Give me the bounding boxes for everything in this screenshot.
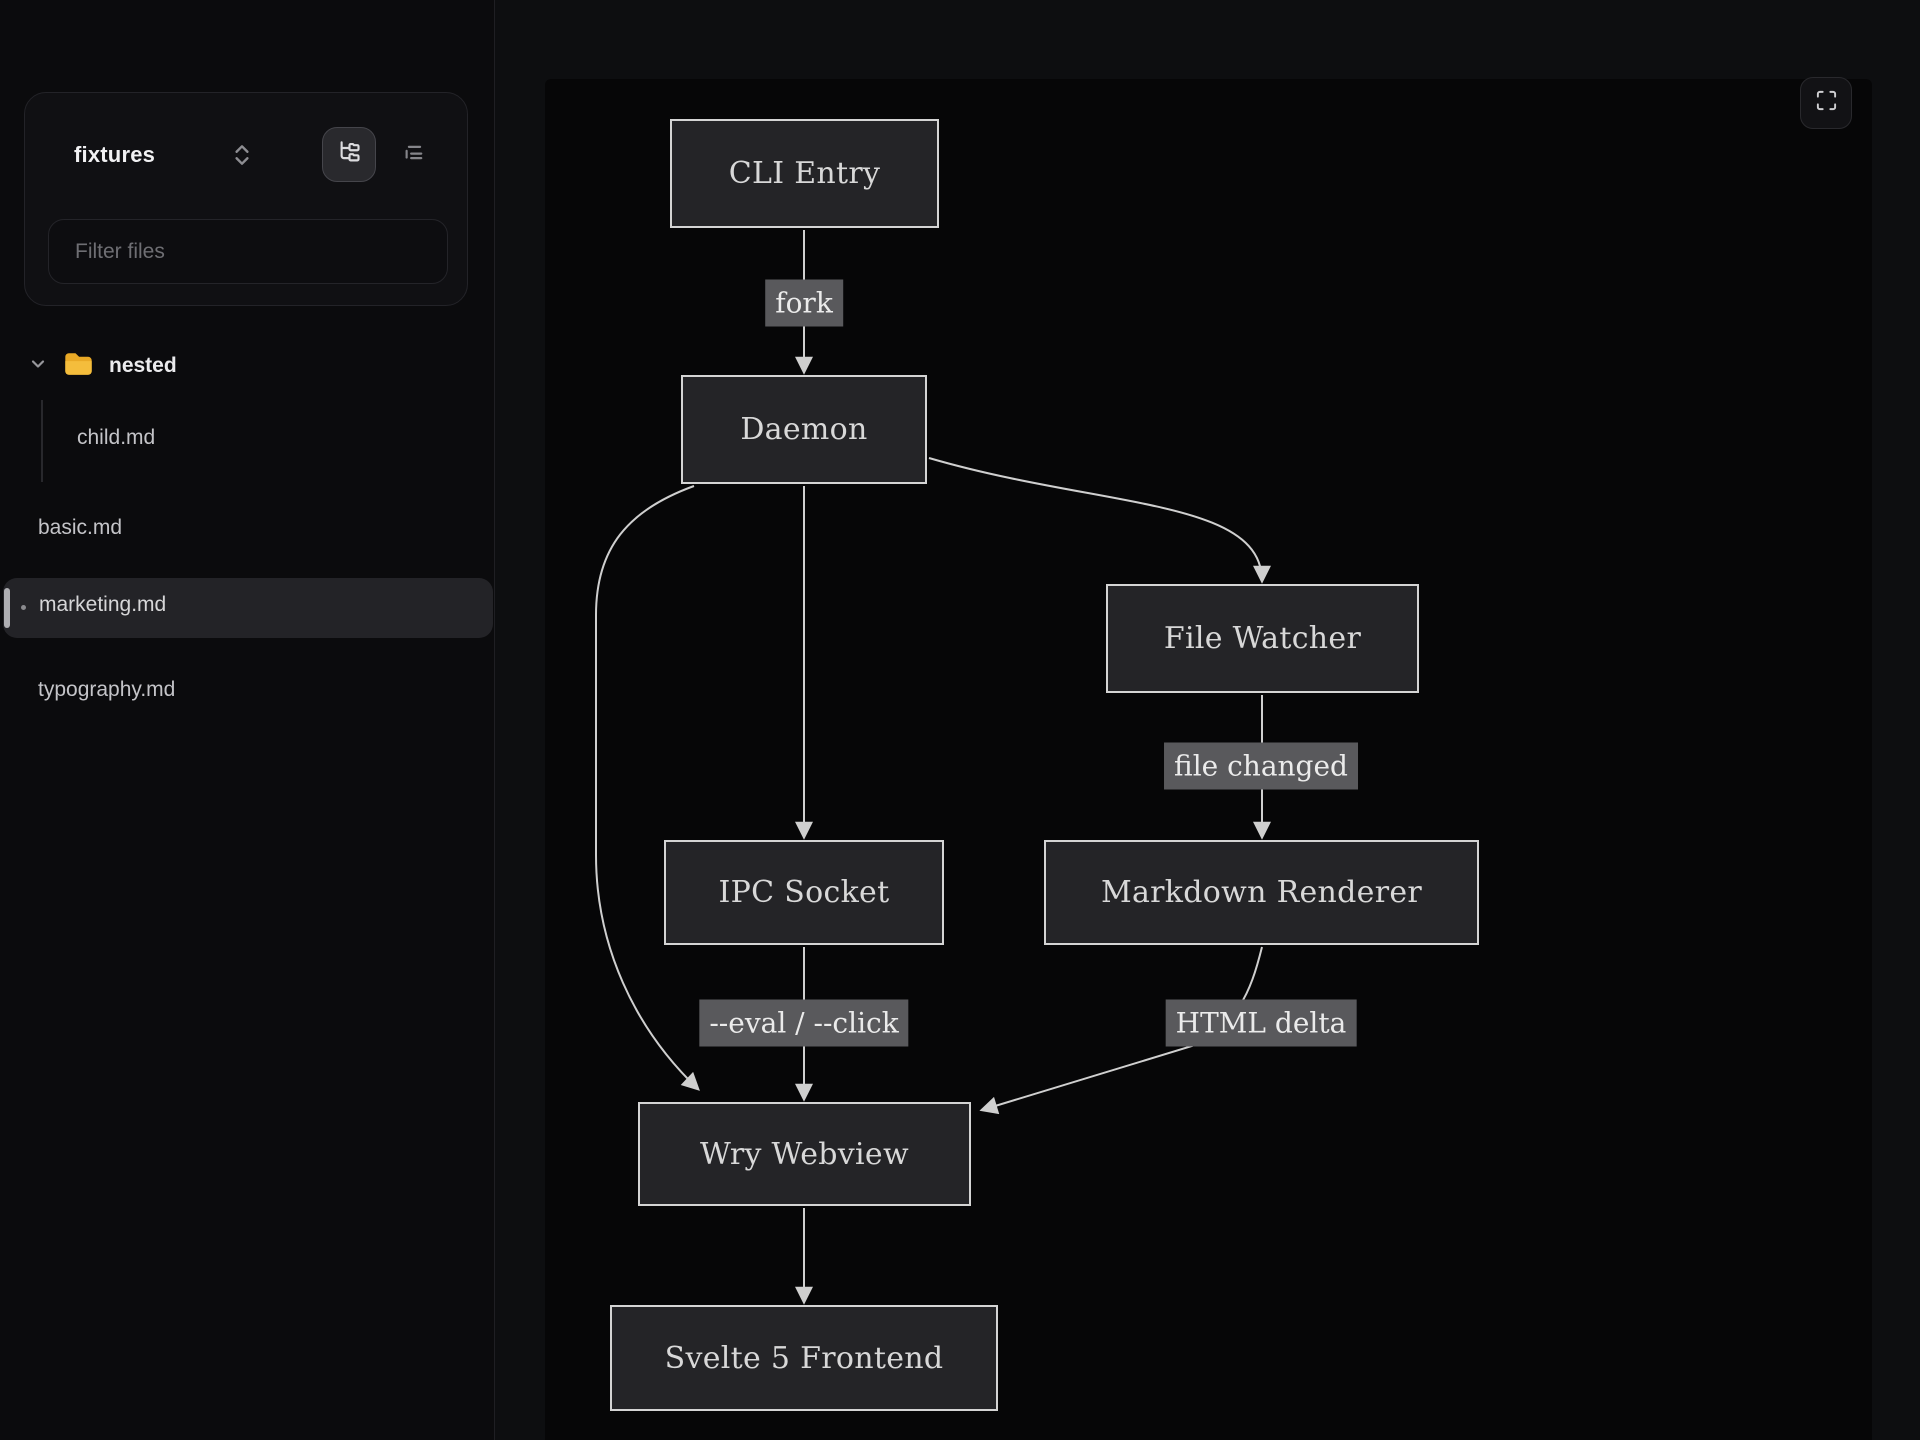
edge-label-fork: fork <box>765 279 843 327</box>
node-ipc-socket: IPC Socket <box>664 840 944 945</box>
chevron-down-icon[interactable] <box>28 354 48 379</box>
flat-list-button[interactable] <box>387 127 441 182</box>
active-indicator-bar <box>4 588 10 628</box>
node-cli-entry: CLI Entry <box>670 119 939 228</box>
folder-row-nested[interactable]: nested <box>0 341 492 391</box>
node-daemon: Daemon <box>681 375 927 484</box>
file-item-child[interactable]: child.md <box>77 426 156 449</box>
filter-files-input[interactable] <box>48 219 448 284</box>
workspace-card: fixtures <box>24 92 468 306</box>
flat-list-icon <box>401 139 428 171</box>
node-markdown-renderer: Markdown Renderer <box>1044 840 1479 945</box>
fullscreen-button[interactable] <box>1800 77 1852 129</box>
view-toggle <box>322 127 441 182</box>
modified-dot <box>21 605 26 610</box>
edge-label-html-delta: HTML delta <box>1165 999 1357 1047</box>
node-svelte-frontend: Svelte 5 Frontend <box>610 1305 998 1411</box>
node-wry-webview: Wry Webview <box>638 1102 971 1206</box>
sidebar: fixtures <box>0 0 495 1440</box>
folder-tree-icon <box>336 139 363 171</box>
node-file-watcher: File Watcher <box>1106 584 1419 693</box>
unfold-chevrons-icon[interactable] <box>231 142 253 168</box>
edge-label-file-changed: file changed <box>1164 742 1358 790</box>
file-item-basic[interactable]: basic.md <box>38 516 123 539</box>
tree-view-button[interactable] <box>322 127 376 182</box>
file-item-typography[interactable]: typography.md <box>38 678 176 701</box>
folder-label: nested <box>109 354 177 377</box>
tree-indent-guide <box>41 400 43 482</box>
edge-label-eval-click: --eval / --click <box>699 999 909 1047</box>
folder-icon <box>64 352 93 381</box>
workspace-select[interactable]: fixtures <box>74 141 156 167</box>
expand-icon <box>1815 89 1838 117</box>
file-item-marketing[interactable]: marketing.md <box>3 578 493 638</box>
